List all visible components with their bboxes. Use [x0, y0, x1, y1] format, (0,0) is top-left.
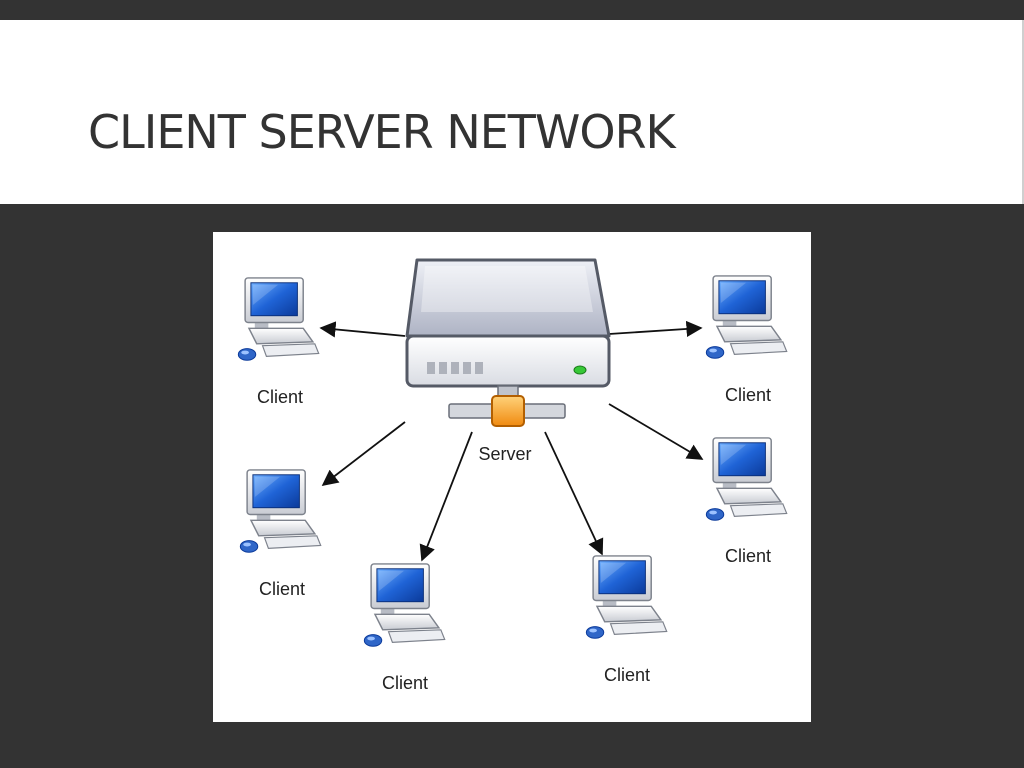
client-mid-right: Client: [705, 437, 788, 566]
client-bottom-right: Client: [585, 555, 668, 685]
computer-icon: [585, 555, 668, 639]
arrow-server-to-client-top-right: [608, 320, 703, 338]
client-label: Client: [382, 673, 428, 693]
client-label: Client: [259, 579, 305, 599]
client-mid-left: Client: [239, 469, 322, 599]
server-label: Server: [478, 444, 531, 464]
top-strip: [0, 0, 1024, 20]
arrow-server-to-client-bottom-left: [419, 431, 473, 562]
server-icon: [405, 258, 611, 427]
computer-icon: [363, 563, 446, 647]
network-connector: [491, 395, 525, 427]
arrow-server-to-client-bottom-right: [544, 431, 604, 556]
page-title: CLIENT SERVER NETWORK: [88, 105, 676, 159]
arrow-server-to-client-mid-right: [608, 403, 704, 460]
client-label: Client: [725, 546, 771, 566]
client-top-right: Client: [705, 275, 788, 405]
client-bottom-left: Client: [363, 563, 446, 693]
arrow-server-to-client-top-left: [319, 321, 406, 338]
diagram-canvas: Server Client Client Client Client Clien…: [237, 258, 788, 693]
client-label: Client: [604, 665, 650, 685]
connections: [319, 320, 704, 562]
network-diagram: Server Client Client Client Client Clien…: [213, 232, 811, 722]
client-top-left: Client: [237, 277, 320, 407]
computer-icon: [237, 277, 320, 361]
computer-icon: [705, 275, 788, 359]
computer-icon: [705, 437, 788, 521]
title-band: CLIENT SERVER NETWORK: [0, 20, 1024, 204]
client-label: Client: [257, 387, 303, 407]
arrow-server-to-client-mid-left: [321, 421, 406, 486]
client-label: Client: [725, 385, 771, 405]
computer-icon: [239, 469, 322, 553]
